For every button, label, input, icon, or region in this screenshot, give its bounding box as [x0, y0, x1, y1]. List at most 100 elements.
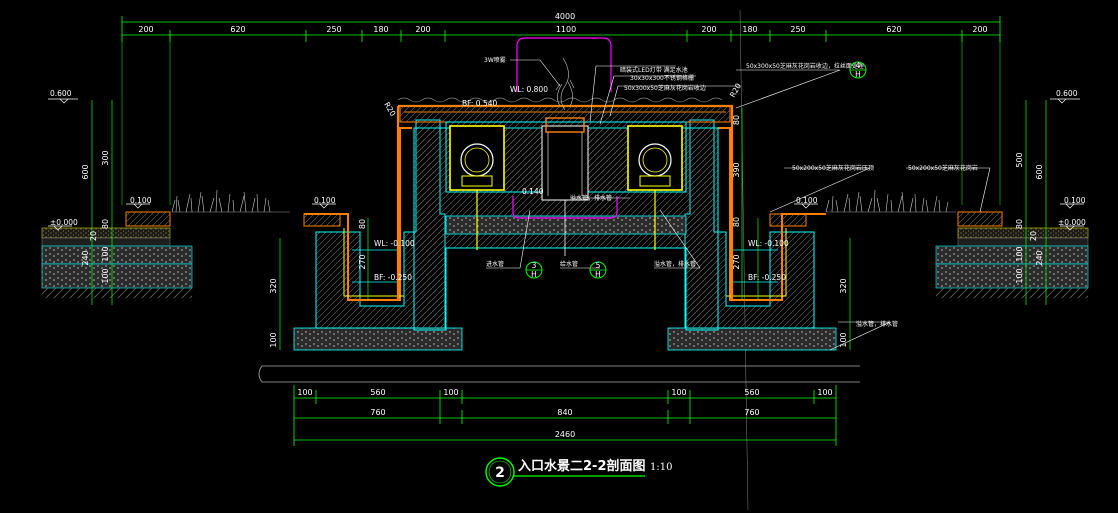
level-ground-left: ±0.000 — [50, 218, 78, 227]
dim-bottom-r1-5: 560 — [744, 388, 759, 397]
left-grass — [171, 189, 290, 213]
level-ground-right: ±0.000 — [1058, 218, 1086, 227]
dim-inner-right-320: 320 — [839, 278, 848, 293]
dim-top-seg-8: 180 — [742, 25, 757, 34]
level-bottom-center: BF: 0.540 — [462, 99, 497, 108]
note-granite-edge-brushed: 50x300x50芝麻灰花岗岩收边，拉丝面处理 — [746, 62, 864, 70]
dim-bottom-r1-2: 560 — [370, 388, 385, 397]
dim-top-seg-11: 200 — [972, 25, 987, 34]
dim-left-80: 80 — [101, 219, 110, 229]
extension-lines — [121, 9, 1001, 511]
dim-inner-left-100: 100 — [269, 332, 278, 347]
dim-top-seg-6: 1100 — [556, 25, 576, 34]
dim-top-seg-4: 180 — [373, 25, 388, 34]
dim-top-seg-3: 250 — [326, 25, 341, 34]
dim-inner-right-390: 390 — [732, 162, 741, 177]
dim-bottom-r1-1: 100 — [297, 388, 312, 397]
drawing-title: 入口水景二2-2剖面图 — [518, 458, 646, 474]
note-overflow-bottom: 溢水管，排水管 — [856, 320, 898, 328]
central-structure — [396, 97, 734, 331]
note-overflow-right: 溢水管，排水管 — [654, 260, 696, 268]
note-granite-cap-right: 50x200x50芝麻灰花岗岩 — [908, 164, 978, 172]
dim-bottom-r1-4: 100 — [671, 388, 686, 397]
detail-5-number: 5 — [596, 261, 601, 270]
r20-right: R20 — [728, 82, 743, 99]
dim-bottom-r2-3: 760 — [744, 408, 759, 417]
detail-5-sheet: H — [595, 270, 601, 279]
bottom-dimension-chain — [293, 385, 837, 446]
dim-inner-right-270: 270 — [732, 254, 741, 269]
side-dimension-lines — [91, 100, 1047, 350]
level-water-left: WL: -0.100 — [374, 239, 415, 248]
dim-bottom-total: 2460 — [555, 430, 575, 439]
level-top-left: 0.600 — [50, 89, 72, 98]
dim-inner-left-270: 270 — [358, 254, 367, 269]
dim-top-seg-2: 620 — [230, 25, 245, 34]
level-wall-left: 0.100 — [314, 196, 336, 205]
dim-right-20: 20 — [1029, 231, 1038, 241]
detail-3-number: 3 — [532, 261, 537, 270]
dim-right-100b: 100 — [1015, 268, 1024, 283]
detail-4-sheet: H — [855, 70, 861, 79]
detail-3-sheet: H — [531, 270, 537, 279]
note-grille: 30x30x300不锈钢格栅 — [630, 74, 694, 82]
drawing-number: 2 — [495, 465, 505, 481]
dim-bottom-r2-1: 760 — [370, 408, 385, 417]
left-ground-section — [41, 211, 193, 298]
left-low-pool — [293, 119, 463, 351]
drawing-title-block: 2 入口水景二2-2剖面图 1:10 — [485, 457, 672, 487]
level-pool-center: 0.140 — [522, 187, 544, 196]
note-granite-edge: 50x300x50芝麻灰花岗岩收边 — [624, 84, 706, 92]
drawing-scale: 1:10 — [650, 462, 672, 473]
dim-inner-right-80b: 80 — [732, 217, 741, 227]
level-edge-left: 0.100 — [130, 196, 152, 205]
note-led: 暗装式LED灯带 满足水池 — [620, 66, 688, 74]
dim-inner-right-80a: 80 — [732, 115, 741, 125]
dim-right-500: 500 — [1015, 152, 1024, 167]
dim-top-seg-1: 200 — [138, 25, 153, 34]
dim-right-100: 100 — [1015, 246, 1024, 261]
dim-inner-left-320: 320 — [269, 278, 278, 293]
level-symbols — [48, 98, 1084, 231]
detail-symbol-4: 4 H — [849, 61, 867, 79]
detail-4-number: 4 — [856, 61, 861, 70]
level-edge-right: 0.100 — [1064, 196, 1086, 205]
level-top-right: 0.600 — [1056, 89, 1078, 98]
level-water-center: WL: 0.800 — [510, 85, 548, 94]
note-overflow-center: 溢水管，排水管 — [570, 194, 612, 202]
annotation-leaders — [486, 59, 991, 351]
level-bottom-left: BF: -0.250 — [374, 273, 412, 282]
dim-top-seg-10: 620 — [886, 25, 901, 34]
level-wall-right: 0.100 — [796, 196, 818, 205]
dim-left-600: 600 — [81, 164, 90, 179]
level-bottom-right: BF: -0.250 — [748, 273, 786, 282]
dim-left-100b: 100 — [101, 268, 110, 283]
dim-top-seg-9: 250 — [790, 25, 805, 34]
spray-plume — [555, 57, 575, 111]
dim-left-300: 300 — [101, 150, 110, 165]
dim-right-600: 600 — [1035, 164, 1044, 179]
dim-bottom-r1-3: 100 — [443, 388, 458, 397]
note-supply: 给水管 — [560, 260, 578, 268]
dim-left-240: 240 — [81, 250, 90, 265]
underground-pipes — [258, 365, 860, 383]
dim-left-100: 100 — [101, 246, 110, 261]
dim-bottom-r1-6: 100 — [817, 388, 832, 397]
dim-right-80: 80 — [1015, 219, 1024, 229]
dim-bottom-r2-2: 840 — [557, 408, 572, 417]
note-granite-cap-left: 50x200x50芝麻灰花岗岩压顶 — [792, 164, 874, 172]
right-ground-section — [935, 211, 1089, 298]
dim-top-seg-5: 200 — [415, 25, 430, 34]
detail-symbol-5: 5 H — [589, 261, 607, 279]
dim-left-20: 20 — [89, 231, 98, 241]
dim-overall-top: 4000 — [555, 12, 575, 21]
note-inlet: 进水管 — [486, 260, 504, 268]
dim-top-seg-7: 200 — [701, 25, 716, 34]
note-mist: 3W喷雾 — [484, 56, 506, 64]
dim-right-240: 240 — [1035, 250, 1044, 265]
r20-left: R20 — [382, 101, 397, 118]
right-grass — [825, 189, 956, 213]
mist-spray — [512, 37, 618, 219]
dim-inner-right-100: 100 — [839, 332, 848, 347]
